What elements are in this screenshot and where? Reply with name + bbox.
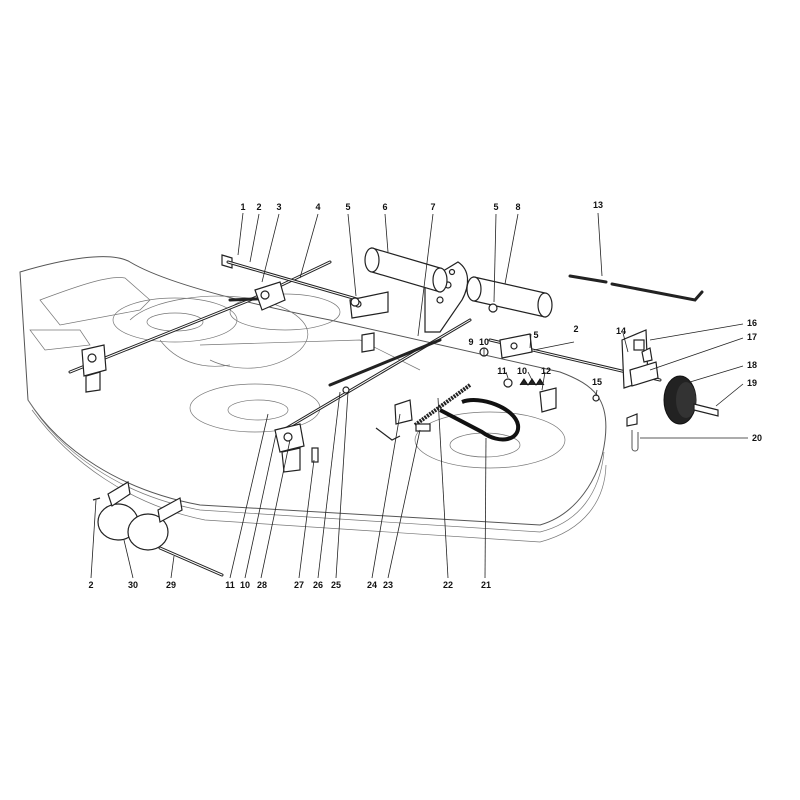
- callout-c-14: 14: [616, 326, 626, 336]
- callout-c-25: 25: [331, 580, 341, 590]
- lift-link-rod: [278, 318, 472, 434]
- left-pivot-bracket: [81, 344, 107, 393]
- callout-c-5-a: 5: [345, 202, 350, 212]
- callout-c-5-c: 5: [533, 330, 538, 340]
- callout-c-6: 6: [382, 202, 387, 212]
- callout-c-20: 20: [752, 433, 762, 443]
- callout-c-2-bot: 2: [88, 580, 93, 590]
- callout-c-28: 28: [257, 580, 267, 590]
- callout-c-22: 22: [443, 580, 453, 590]
- callout-c-18: 18: [747, 360, 757, 370]
- spring-bracket: [539, 387, 557, 413]
- callout-c-10-b: 10: [517, 366, 527, 376]
- center-pivot-bracket: [254, 281, 286, 311]
- front-gauge-rollers: [92, 481, 224, 577]
- callout-c-8: 8: [515, 202, 520, 212]
- callout-c-30: 30: [128, 580, 138, 590]
- roller-upper: [364, 247, 448, 293]
- callout-c-15: 15: [592, 377, 602, 387]
- callout-c-19: 19: [747, 378, 757, 388]
- threaded-rod: [413, 383, 472, 427]
- callout-c-16: 16: [747, 318, 757, 328]
- tension-spring: [519, 378, 545, 386]
- mid-bracket: [349, 291, 389, 353]
- roller-lower: [466, 276, 553, 318]
- rear-bar-13: [568, 274, 704, 302]
- callout-c-27: 27: [294, 580, 304, 590]
- front-left-bracket: [274, 423, 319, 473]
- right-pivot-plate: [499, 333, 533, 359]
- callout-c-11-b: 11: [225, 580, 235, 590]
- leader-lines: [90, 212, 748, 579]
- bracket-24: [375, 399, 431, 441]
- callout-c-9: 9: [468, 337, 473, 347]
- callout-c-2-mid: 2: [573, 324, 578, 334]
- callout-c-3: 3: [276, 202, 281, 212]
- callout-c-2-top: 2: [256, 202, 261, 212]
- callout-c-13: 13: [593, 200, 603, 210]
- callout-c-11-a: 11: [497, 366, 507, 376]
- anti-scalp-wheel: [621, 329, 719, 452]
- callout-c-10-a: 10: [479, 337, 489, 347]
- drive-belt: [439, 398, 521, 442]
- callout-c-1-top: 1: [240, 202, 245, 212]
- callout-c-10-c: 10: [240, 580, 250, 590]
- top-bracket-rod: [221, 254, 362, 302]
- callout-c-23: 23: [383, 580, 393, 590]
- callout-c-29: 29: [166, 580, 176, 590]
- callout-c-21: 21: [481, 580, 491, 590]
- callout-c-17: 17: [747, 332, 757, 342]
- callout-c-4: 4: [315, 202, 320, 212]
- callout-c-24: 24: [367, 580, 377, 590]
- callout-c-5-b: 5: [493, 202, 498, 212]
- callout-c-7: 7: [430, 202, 435, 212]
- callout-c-26: 26: [313, 580, 323, 590]
- callout-c-12: 12: [541, 366, 551, 376]
